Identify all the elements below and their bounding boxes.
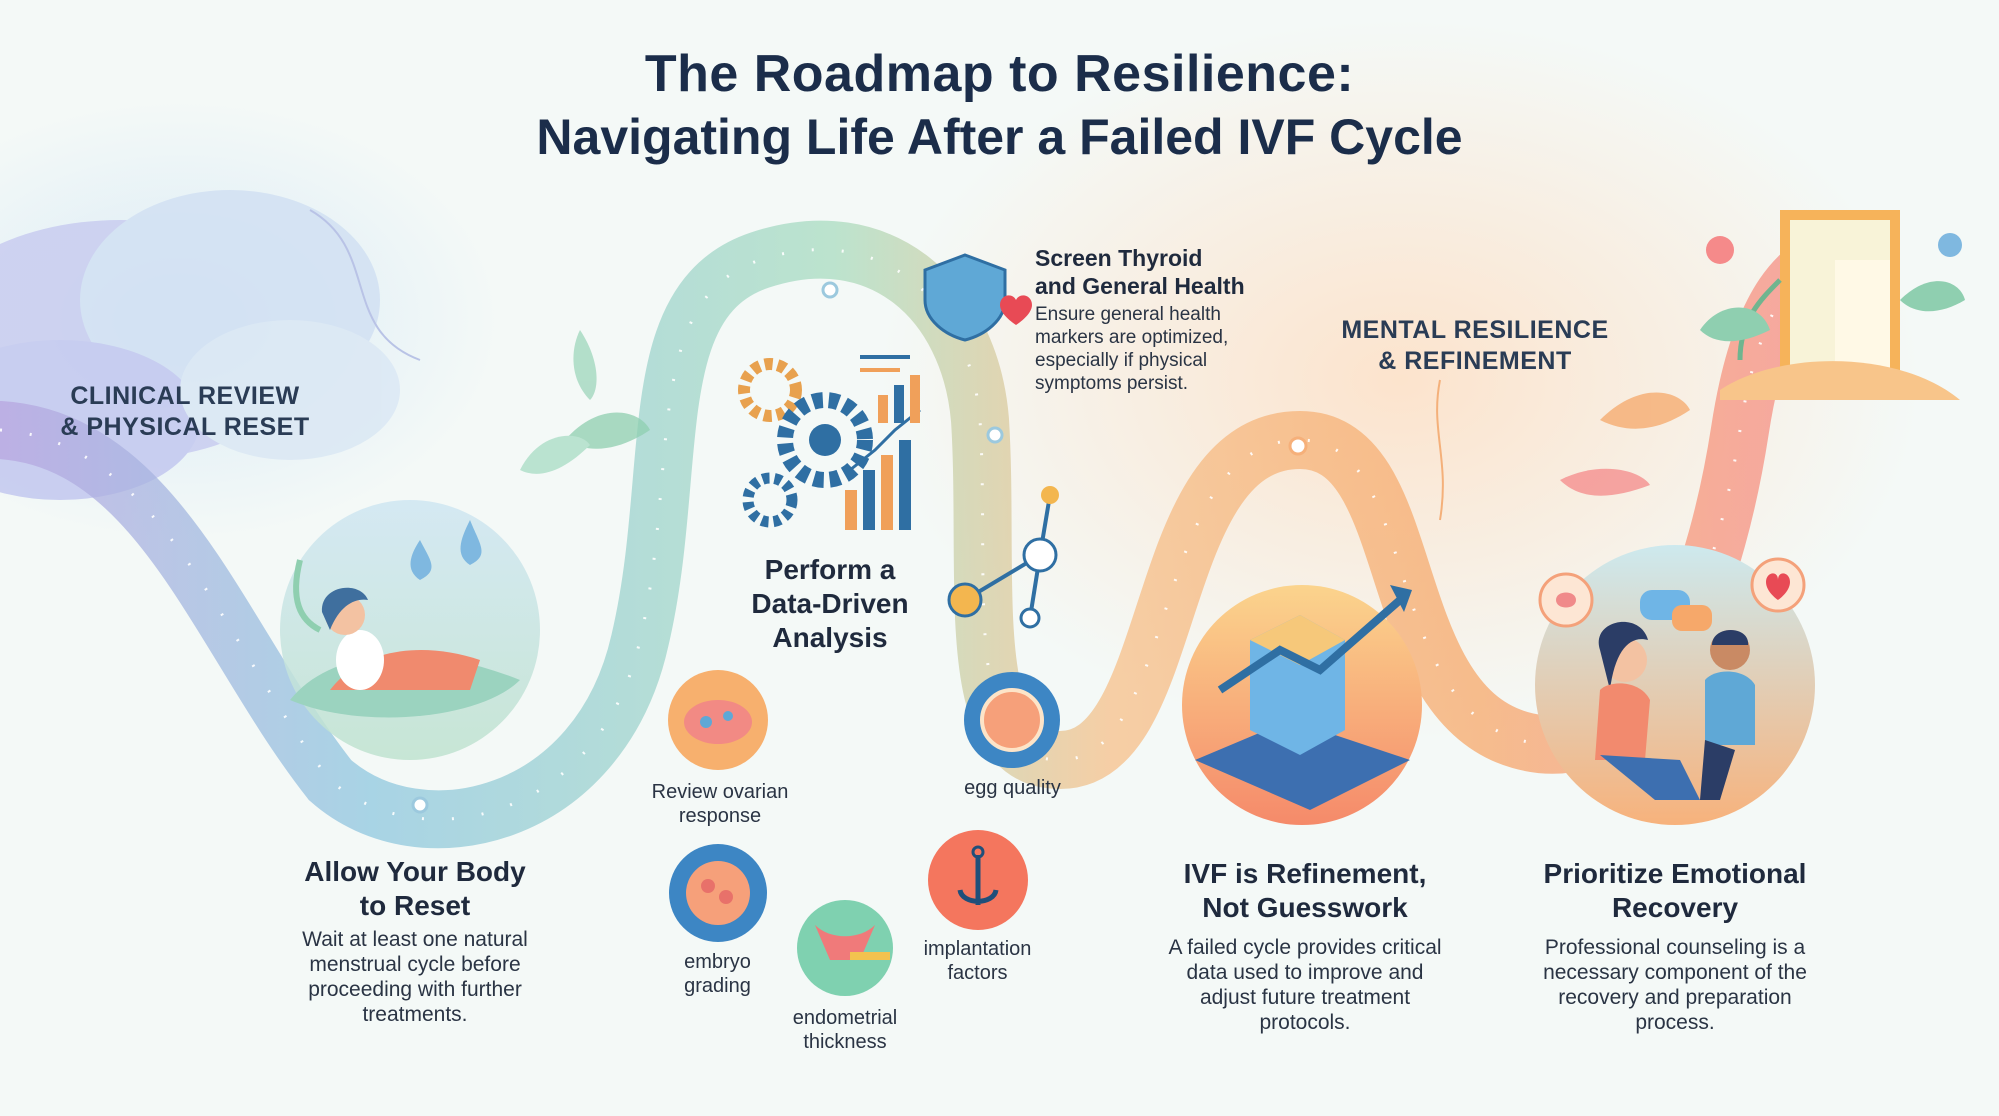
step-reset-body: Wait at least one natural menstrual cycl… xyxy=(302,928,528,1026)
cloud-shape xyxy=(0,190,400,500)
factor-embryo-label: embryo grading xyxy=(684,951,751,997)
step-reset-heading: Allow Your Body to Reset xyxy=(304,856,526,921)
step-emotional-body: Professional counseling is a necessary c… xyxy=(1543,936,1807,1034)
doorway-illustration xyxy=(1700,210,1965,400)
step-thyroid-heading: Screen Thyroid and General Health xyxy=(1035,245,1245,299)
step-thyroid-body: Ensure general health markers are optimi… xyxy=(1035,304,1229,394)
factor-endometrial-label: endometrial thickness xyxy=(792,1007,898,1053)
counseling-illustration xyxy=(1535,545,1815,825)
factor-egg-label: egg quality xyxy=(964,777,1061,799)
page-subtitle: Navigating Life After a Failed IVF Cycle xyxy=(536,109,1463,165)
factor-ovarian-label: Review ovarian response xyxy=(651,781,789,827)
factor-implantation-label: implantation factors xyxy=(923,938,1032,984)
step-refinement-heading: IVF is Refinement, Not Guesswork xyxy=(1183,858,1427,923)
step-refinement-body: A failed cycle provides critical data us… xyxy=(1168,936,1442,1034)
shield-heart-icon xyxy=(923,253,1032,342)
page-title: The Roadmap to Resilience: xyxy=(644,45,1355,103)
molecule-illustration xyxy=(947,486,1059,629)
gears-chart-illustration xyxy=(738,355,921,530)
step-analysis-heading: Perform a Data-Driven Analysis xyxy=(751,554,909,653)
blueprint-house-illustration xyxy=(1182,585,1422,825)
phase-label-clinical: CLINICAL REVIEW & PHYSICAL RESET xyxy=(60,382,310,441)
step-emotional-heading: Prioritize Emotional Recovery xyxy=(1543,858,1807,923)
phase-label-mental: MENTAL RESILIENCE & REFINEMENT xyxy=(1341,316,1609,375)
resting-woman-illustration xyxy=(280,500,540,760)
